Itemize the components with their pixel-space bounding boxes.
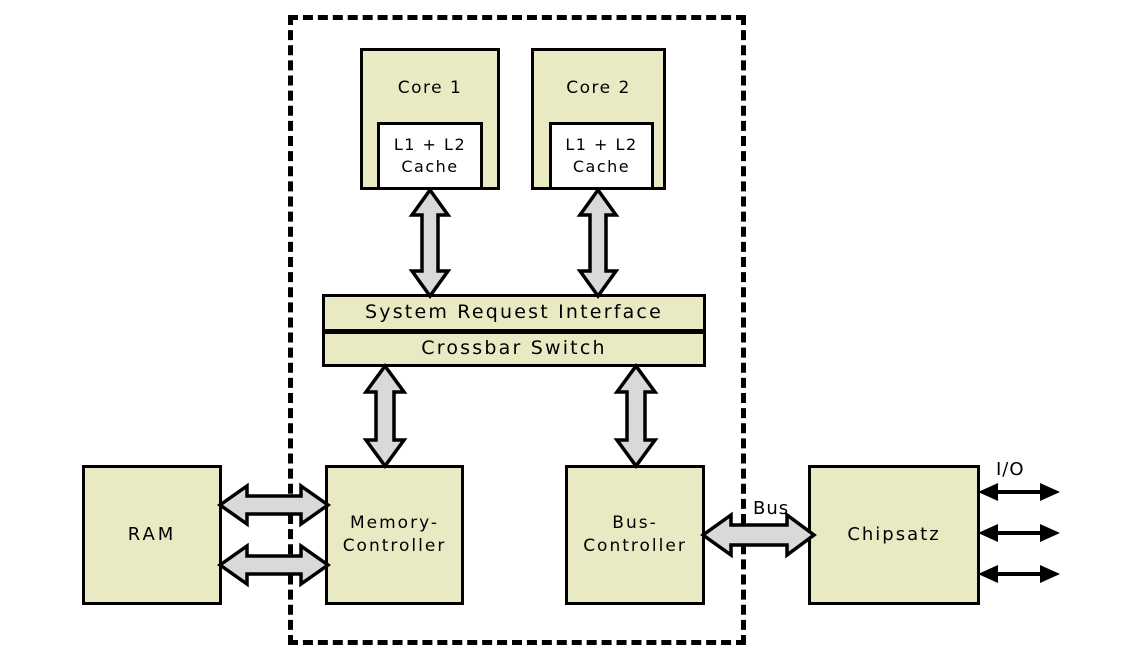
- core-1-cache-label-line1: L1 + L2: [393, 135, 467, 155]
- memory-controller-block[interactable]: Memory- Controller: [325, 465, 464, 605]
- core-2-cache-label-line2: Cache: [572, 157, 631, 176]
- io-connection-label: I/O: [996, 459, 1025, 480]
- processor-die-boundary: [288, 15, 746, 645]
- chipset-block[interactable]: Chipsatz: [808, 465, 980, 605]
- chipset-io-arrow-2: [978, 524, 1060, 542]
- crossbar-switch-label: Crossbar Switch: [421, 337, 607, 360]
- memory-controller-label-line2: Controller: [342, 536, 447, 556]
- core-2-cache-block[interactable]: L1 + L2 Cache: [549, 122, 654, 190]
- system-request-interface-label: System Request Interface: [365, 301, 663, 324]
- core-2-label: Core 2: [566, 78, 631, 98]
- chipset-io-arrow-3: [978, 565, 1060, 583]
- core-2-cache-label-line1: L1 + L2: [565, 135, 638, 155]
- ram-label: RAM: [127, 523, 177, 545]
- core-1-cache-block[interactable]: L1 + L2 Cache: [377, 122, 483, 190]
- system-request-interface-block[interactable]: System Request Interface: [322, 294, 706, 332]
- bus-connection-label: Bus: [753, 498, 790, 519]
- core-1-label: Core 1: [397, 78, 463, 98]
- chipset-io-arrow-1: [978, 483, 1060, 501]
- bus-controller-label-line2: Controller: [583, 536, 687, 556]
- crossbar-switch-block[interactable]: Crossbar Switch: [322, 331, 706, 367]
- core-1-cache-label-line2: Cache: [401, 157, 459, 176]
- ram-block[interactable]: RAM: [82, 465, 222, 605]
- memory-controller-label-line1: Memory-: [350, 513, 439, 534]
- bus-controller-block[interactable]: Bus- Controller: [565, 465, 705, 605]
- bus-controller-label-line1: Bus-: [612, 513, 658, 534]
- chipset-label: Chipsatz: [847, 523, 941, 545]
